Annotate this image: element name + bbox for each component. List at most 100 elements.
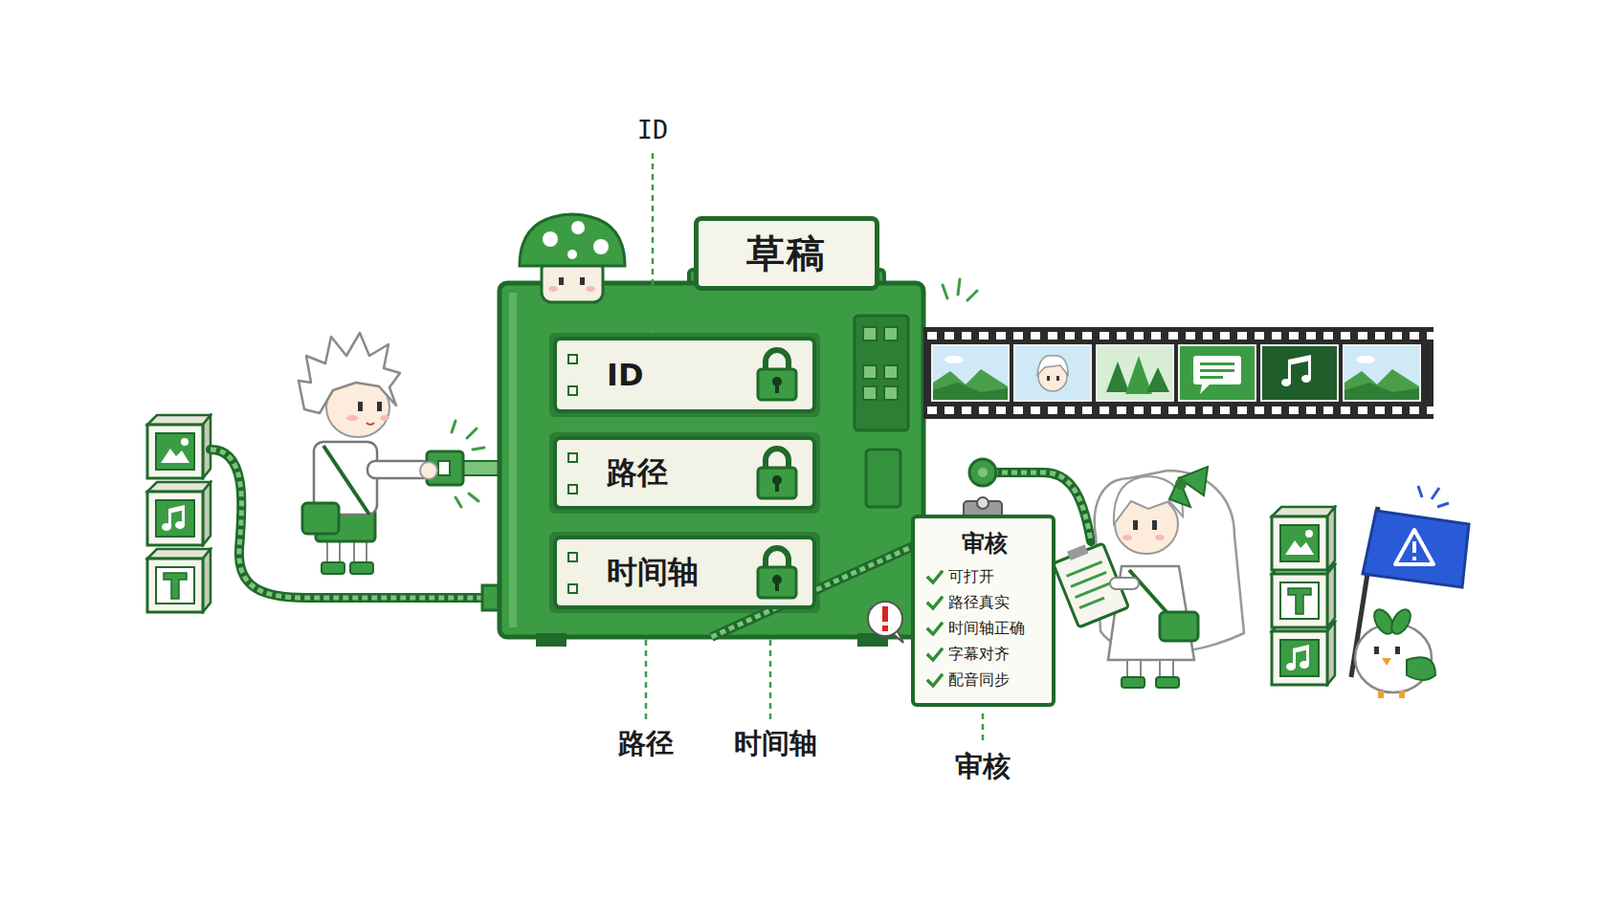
warning-flag-bird [1437,503,1449,508]
check-mark [928,623,942,635]
sparkle [451,421,456,433]
draft-machine-body [535,633,567,647]
film-strip [1288,355,1312,366]
check-mark [926,570,944,586]
plug [463,461,502,476]
film-strip [1046,376,1050,381]
clipboard-heading: 审核 [926,528,1043,559]
boy-figure [350,562,374,575]
padlock-icon [775,580,779,592]
girl-figure [1121,677,1145,689]
draft-machine-body [499,269,924,647]
girl-figure [1074,581,1112,600]
film-strip [923,327,1434,420]
padlock-icon [757,567,797,599]
draft-machine-body [549,532,821,614]
film-strip [1193,355,1242,385]
film-strip [1308,355,1312,379]
block-stack-right [1271,564,1335,628]
warning-flag-bird [1387,606,1415,638]
draft-machine-body [863,365,877,379]
slot-rivets [568,386,578,396]
block-stack-left [155,567,195,604]
film-strip [1281,378,1291,387]
padlock-icon [775,481,779,492]
slot-label: 时间轴 [606,552,699,595]
mushroom [571,221,585,235]
sparkle [957,279,960,295]
callout-label: 审核 [955,750,1011,784]
mushroom [585,286,596,292]
callout-label: 时间轴 [733,727,818,761]
check-mark [926,647,944,664]
alert-bubble [882,625,889,632]
block-stack-left [147,415,211,479]
block-stack-left [155,433,195,470]
draft-machine-body [866,449,901,508]
warning-flag-bird [1351,486,1469,699]
block-stack-right [1271,507,1335,571]
film-strip [923,327,1434,420]
padlock-icon [775,382,779,394]
girl-figure [1155,534,1165,541]
slot-rivets [566,549,580,598]
plug [420,462,438,480]
checklist-text: 字幕对齐 [948,644,1010,666]
film-strip [931,344,1010,402]
warning-flag-bird [1399,690,1405,699]
slot-rivets [566,351,580,400]
check-mark [926,673,944,689]
girl-figure [1159,612,1199,642]
leader-arrowhead [646,325,659,335]
block-stack-left [147,415,211,613]
check-mark [928,598,942,609]
padlock-icon [757,467,797,499]
slot-rivets [568,453,578,463]
film-strip [1200,369,1235,373]
boy-figure [357,401,363,412]
boy-figure [298,333,431,575]
draft-machine: ID路径时间轴草稿 [499,216,924,638]
warning-flag-bird [1395,530,1434,565]
alert-bubble [867,601,903,637]
draft-machine-body [863,327,877,341]
boy-figure [377,401,382,412]
film-strip [923,327,1434,420]
field-slot: ID [553,336,817,414]
mushroom [558,277,564,286]
girl-figure [1066,544,1089,561]
boy-figure [346,415,358,422]
warning-flag-bird [1431,488,1440,500]
girl-figure [1152,520,1157,531]
mushroom [579,277,585,286]
checklist-text: 时间轴正确 [948,619,1025,640]
film-strip [1013,344,1092,402]
girl-figure [1169,478,1191,508]
draft-machine-body [509,292,517,628]
block-stack-right [1280,640,1319,677]
boy-figure [366,422,375,425]
warning-flag-bird [1381,658,1392,667]
warning-flag-bird [1362,511,1469,588]
warning-flag-bird [1374,646,1379,655]
boy-figure [321,562,345,575]
slot-rivets [568,553,578,562]
warning-flag-bird [1395,646,1400,655]
leader-line [651,153,655,328]
checklist-item: 配音同步 [926,667,1043,694]
warning-flag-bird [1406,657,1436,681]
leader-arrowhead [640,614,652,624]
film-strip [1146,367,1170,393]
draft-machine-body [863,386,877,400]
block-stack-left [147,482,211,546]
check-mark [928,572,942,583]
plug [438,461,450,476]
sparkle [967,290,978,301]
padlock-icon [755,346,800,402]
review-clipboard: 审核可打开路径真实时间轴正确字幕对齐配音同步 [911,514,1056,708]
sign-plate: 草稿 [693,216,880,291]
film-strip [1200,376,1223,379]
block-stack-right [1271,507,1335,686]
block-stack-left [147,549,211,613]
